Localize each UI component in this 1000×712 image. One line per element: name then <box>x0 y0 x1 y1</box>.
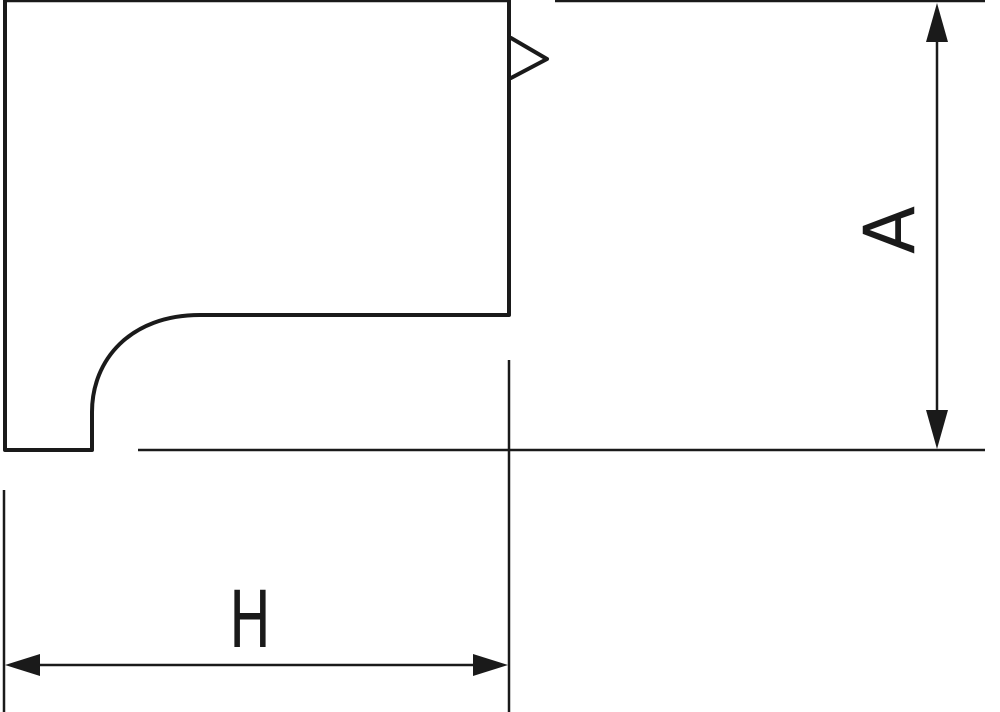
dimension-label-a: A <box>850 206 931 254</box>
profile-outline <box>3 0 511 452</box>
dimension-label-h: H <box>229 574 271 666</box>
arrowhead-right-icon <box>473 654 508 676</box>
arrowhead-up-icon <box>926 3 948 42</box>
triangle-marker-icon <box>509 36 549 80</box>
arrowhead-down-icon <box>926 410 948 449</box>
arrowhead-left-icon <box>5 654 40 676</box>
